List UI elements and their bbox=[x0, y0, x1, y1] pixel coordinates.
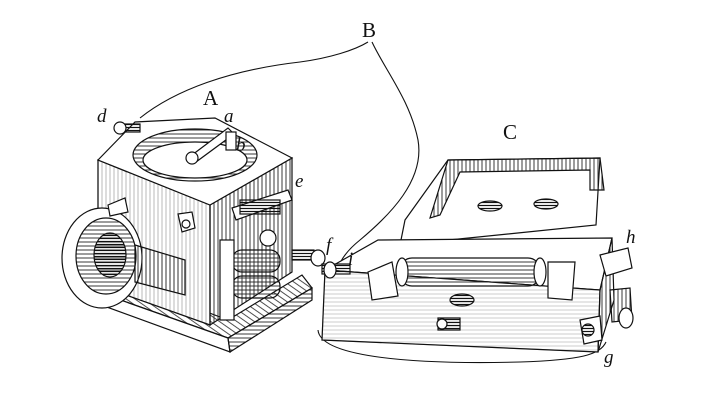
label-g: g bbox=[604, 347, 614, 368]
label-C: C bbox=[503, 120, 518, 144]
label-e: e bbox=[295, 171, 304, 192]
apparatus-c bbox=[321, 157, 634, 353]
apparatus-a bbox=[61, 117, 326, 354]
label-i: i bbox=[348, 249, 354, 270]
label-d: d bbox=[97, 106, 107, 127]
connecting-wires bbox=[139, 41, 607, 364]
label-f: f bbox=[326, 235, 332, 256]
label-h: h bbox=[626, 227, 636, 248]
label-b: b bbox=[236, 135, 246, 156]
label-B: B bbox=[362, 18, 377, 42]
label-a: a bbox=[224, 106, 234, 127]
label-A: A bbox=[203, 86, 219, 110]
